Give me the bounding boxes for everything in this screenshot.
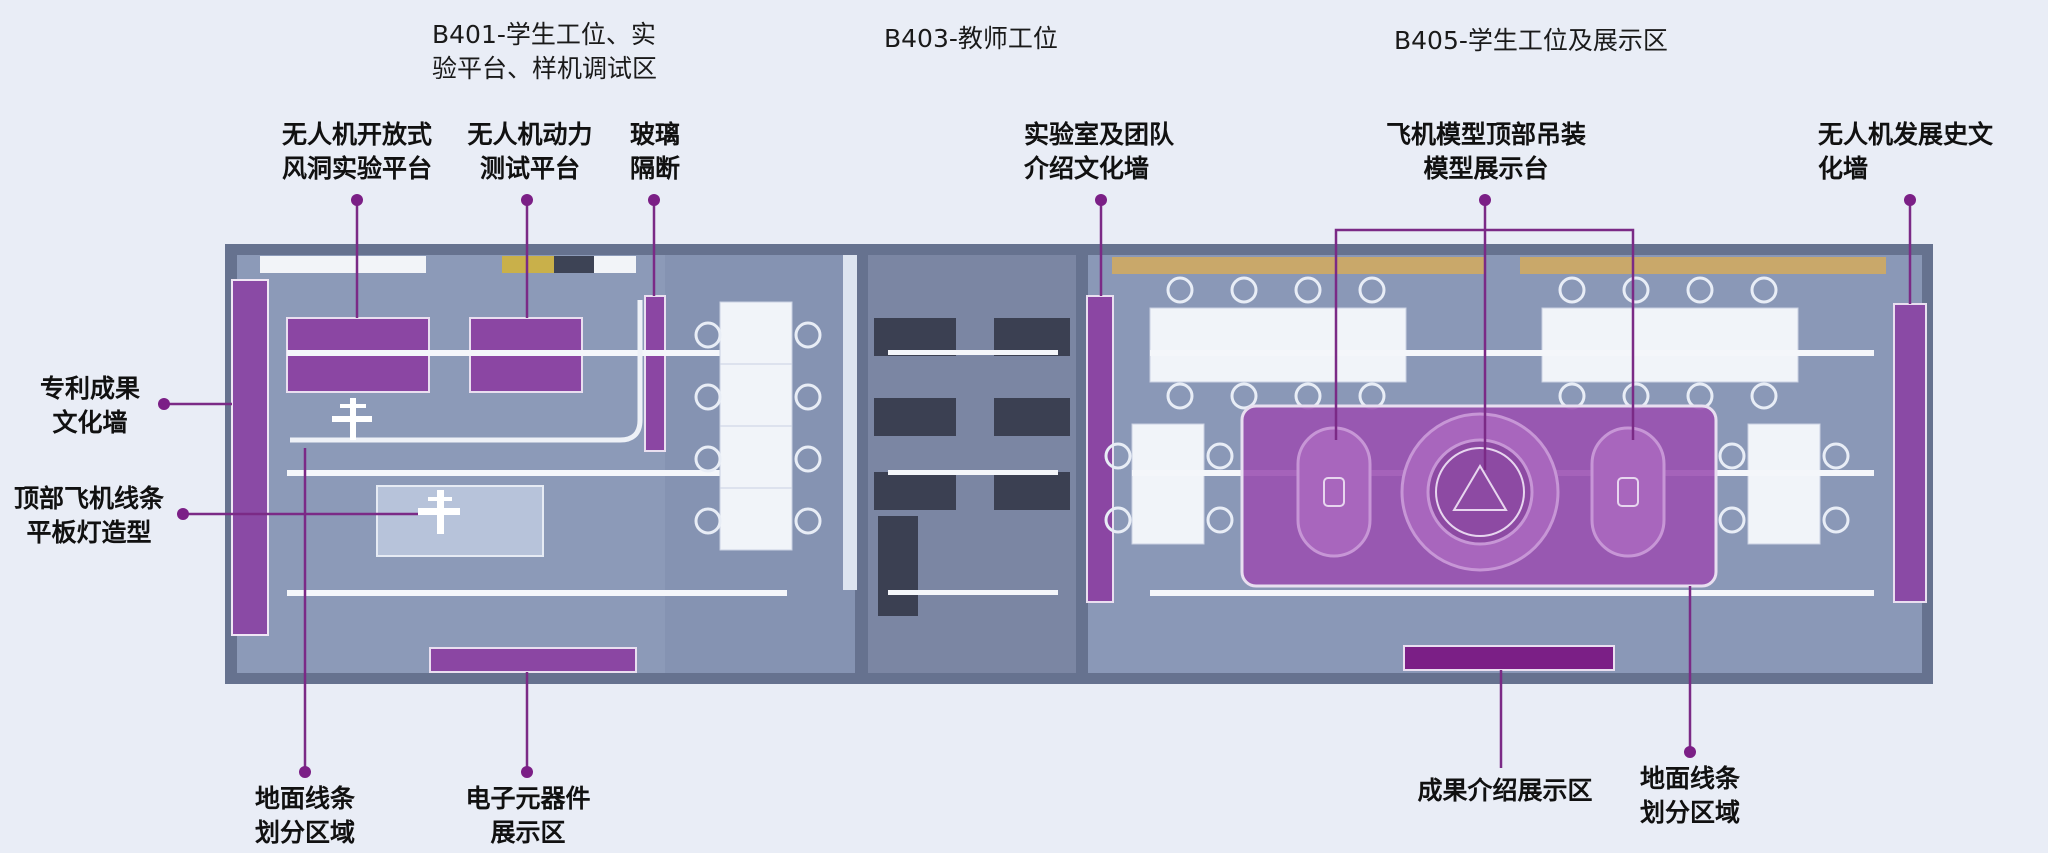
emblem-icon xyxy=(1323,447,1639,537)
b401-student-desks xyxy=(719,301,793,551)
b403-b405-wall xyxy=(1076,244,1088,684)
callout-wind-tunnel: 无人机开放式 风洞实验平台 xyxy=(281,120,432,183)
b401-b403-partition xyxy=(857,244,868,684)
b401-top-cabinets xyxy=(260,256,426,273)
callout-floor-lines-right: 地面线条 划分区域 xyxy=(1639,764,1740,827)
callout-aircraft-hanging: 飞机模型顶部吊装 模型展示台 xyxy=(1385,120,1586,183)
b401-floor-line xyxy=(287,350,787,356)
b401-chairs xyxy=(694,321,822,535)
callout-glass-partition: 玻璃 隔断 xyxy=(629,120,680,183)
callout-ceiling-light: 顶部飞机线条 平板灯造型 xyxy=(13,484,164,547)
callout-leaders xyxy=(158,194,1916,778)
results-display-strip xyxy=(1403,645,1615,671)
room-label-b403: B403-教师工位 xyxy=(884,24,1058,53)
room-label-b401: B401-学生工位、实 验平台、样机调试区 xyxy=(432,20,658,83)
b401-top-dark-item xyxy=(554,256,594,273)
b403-teacher-desks xyxy=(874,318,1070,616)
airplane-light-icon xyxy=(418,490,460,534)
patent-culture-wall xyxy=(231,279,269,636)
b401-floor-line xyxy=(287,470,787,476)
b405-top-wood-strip xyxy=(1112,257,1484,274)
b405-top-wood-strip xyxy=(1520,257,1886,274)
callout-lab-team-wall: 实验室及团队 介绍文化墙 xyxy=(1024,120,1175,183)
b401-b403-wall xyxy=(843,255,857,590)
callout-results-display: 成果介绍展示区 xyxy=(1417,776,1593,805)
display-pedestals xyxy=(1296,412,1666,572)
b401-curved-floor-line xyxy=(290,300,643,443)
room-label-b405: B405-学生工位及展示区 xyxy=(1394,26,1668,55)
uav-history-culture-wall xyxy=(1893,303,1927,603)
callout-uav-history-wall: 无人机发展史文 化墙 xyxy=(1818,120,1994,183)
electronics-display-strip xyxy=(429,647,637,673)
callout-floor-lines-left: 地面线条 划分区域 xyxy=(254,784,355,847)
callout-patent-wall: 专利成果 文化墙 xyxy=(39,374,140,437)
callout-power-test: 无人机动力 测试平台 xyxy=(467,120,593,183)
b403-floor-lines xyxy=(888,350,1058,595)
callout-electronics-display: 电子元器件 展示区 xyxy=(465,784,591,847)
b401-floor-line xyxy=(287,590,787,596)
ceiling-plane-light-panel xyxy=(376,485,544,557)
airplane-light-icon xyxy=(332,398,372,440)
glass-partition xyxy=(644,295,666,452)
b401-top-white-item xyxy=(594,256,636,273)
b405-student-desks xyxy=(1131,307,1821,545)
